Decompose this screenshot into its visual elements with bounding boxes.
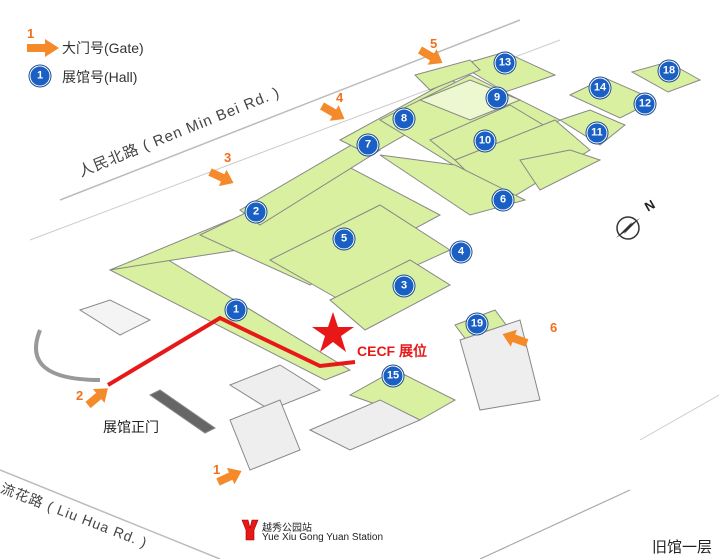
floor-label: 旧馆一层 bbox=[652, 539, 713, 556]
hall-marker-8[interactable]: 8 bbox=[393, 108, 415, 130]
hall-marker-7[interactable]: 7 bbox=[357, 134, 379, 156]
hall-marker-4[interactable]: 4 bbox=[450, 241, 472, 263]
hall-marker-14[interactable]: 14 bbox=[589, 77, 611, 99]
gate-arrow-icon-5[interactable] bbox=[416, 42, 448, 71]
gate-number-5: 5 bbox=[430, 36, 438, 51]
legend-gate-number: 1 bbox=[27, 26, 35, 41]
legend-hall-marker: 1 bbox=[29, 65, 51, 87]
gate-arrow-icon-2[interactable] bbox=[82, 381, 113, 412]
gate-arrow-icon-4[interactable] bbox=[318, 98, 350, 127]
hall-marker-12[interactable]: 12 bbox=[634, 93, 656, 115]
station-name-en: Yue Xiu Gong Yuan Station bbox=[262, 532, 384, 543]
hall-marker-19[interactable]: 19 bbox=[466, 313, 488, 335]
gate-number-4: 4 bbox=[336, 90, 344, 105]
main-entrance-label: 展馆正门 bbox=[103, 419, 159, 435]
hall-marker-10[interactable]: 10 bbox=[474, 130, 496, 152]
hall-marker-13[interactable]: 13 bbox=[494, 52, 516, 74]
route-to-booth bbox=[106, 315, 356, 387]
hall-marker-15[interactable]: 15 bbox=[382, 365, 404, 387]
legend-gate-label: 大门号(Gate) bbox=[62, 40, 144, 56]
booth-label: CECF 展位 bbox=[357, 343, 427, 359]
hall-marker-9[interactable]: 9 bbox=[486, 87, 508, 109]
hall-marker-2[interactable]: 2 bbox=[245, 201, 267, 223]
booth-star-icon bbox=[312, 312, 354, 352]
compass-icon bbox=[616, 216, 640, 240]
road-edge bbox=[59, 19, 521, 201]
hall-marker-1[interactable]: 1 bbox=[225, 299, 247, 321]
curved-wall bbox=[34, 329, 101, 382]
gate-number-6: 6 bbox=[550, 320, 558, 335]
gate-arrow-icon-6[interactable] bbox=[499, 326, 530, 352]
gate-number-1: 1 bbox=[213, 462, 221, 477]
legend-hall-label: 展馆号(Hall) bbox=[62, 69, 138, 85]
gate-arrow-icon-1[interactable] bbox=[214, 463, 245, 490]
road-edge bbox=[639, 394, 719, 441]
hall-marker-11[interactable]: 11 bbox=[586, 122, 608, 144]
road-edge bbox=[479, 489, 631, 559]
hall-marker-6[interactable]: 6 bbox=[492, 189, 514, 211]
legend-gate-arrow-icon bbox=[27, 39, 59, 57]
hall-marker-3[interactable]: 3 bbox=[393, 275, 415, 297]
buildings bbox=[78, 51, 702, 471]
gate-number-2: 2 bbox=[76, 388, 84, 403]
hall-marker-5[interactable]: 5 bbox=[333, 228, 355, 250]
metro-logo-icon bbox=[241, 519, 259, 541]
gate-arrow-icon-3[interactable] bbox=[206, 164, 237, 191]
station-name-cn: 越秀公园站 bbox=[262, 523, 312, 534]
gate-number-3: 3 bbox=[224, 150, 232, 165]
hall-marker-18[interactable]: 18 bbox=[658, 60, 680, 82]
road-edge bbox=[0, 469, 221, 559]
